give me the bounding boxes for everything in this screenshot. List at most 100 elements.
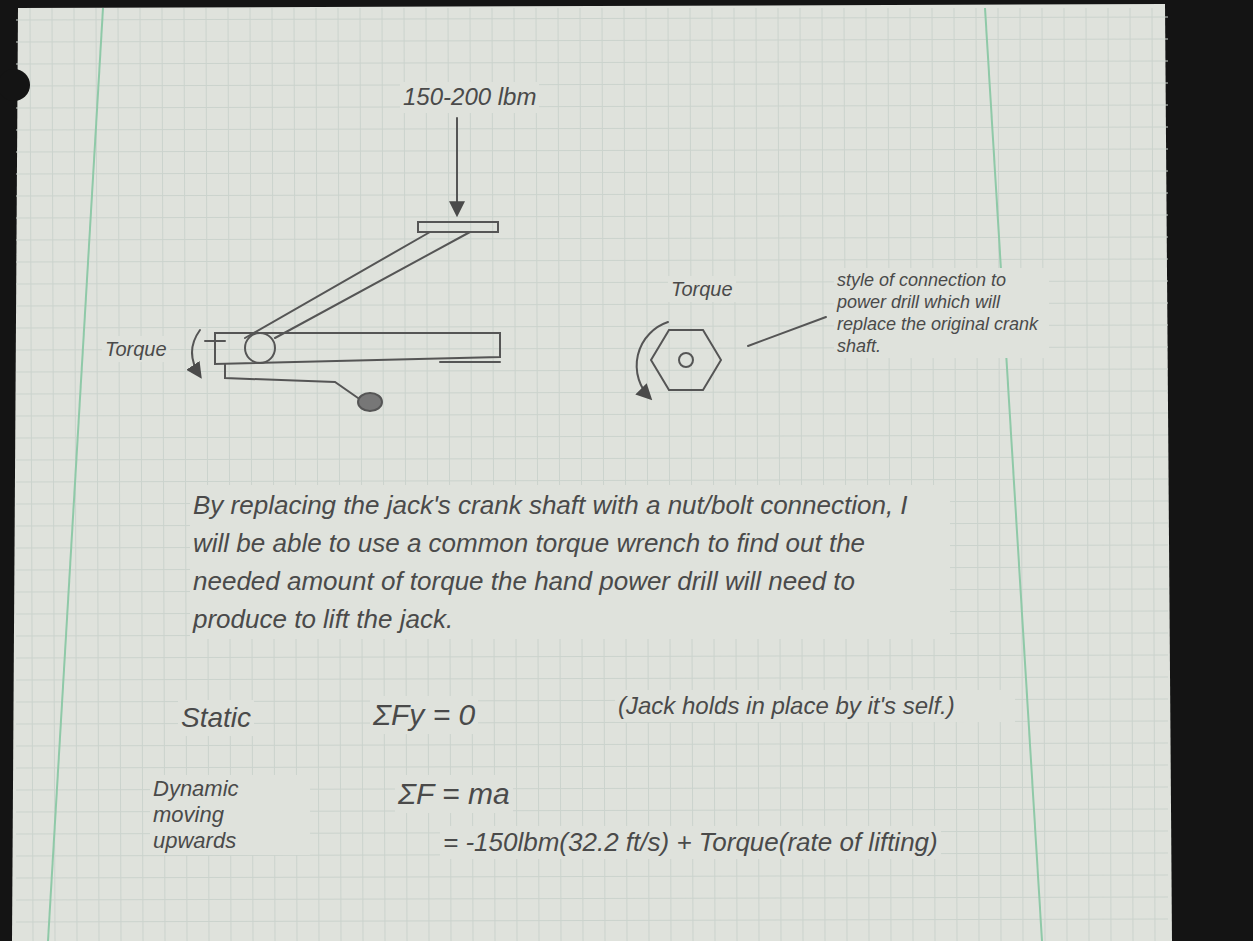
grid-line — [1108, 8, 1111, 941]
grid-line — [16, 457, 1168, 460]
grid-line — [16, 897, 1168, 900]
torque-arrow — [192, 330, 200, 376]
grid-line — [16, 479, 1168, 482]
torque-arrow — [637, 322, 668, 398]
case-label: Static — [178, 700, 254, 736]
grid-line — [16, 259, 1168, 262]
grid-line — [16, 237, 1168, 240]
grid-line — [888, 8, 891, 941]
torque-label: Torque — [102, 336, 170, 362]
hex-nut — [651, 330, 721, 390]
grid-line — [16, 435, 1168, 438]
grid-line — [1042, 8, 1045, 941]
screw-shaft — [205, 340, 225, 342]
equation: = -150lbm(32.2 ft/s) + Torque(rate of li… — [440, 826, 941, 859]
margin-line — [48, 8, 103, 941]
explanation-note: By replacing the jack's crank shaft with… — [190, 485, 950, 639]
torque-label: Torque — [668, 276, 736, 302]
grid-line — [16, 215, 1168, 218]
grid-line — [866, 8, 869, 941]
grid-line — [954, 8, 957, 941]
grid-line — [16, 39, 1168, 42]
equation: = -150lbm(32.2 ft/s) + Torque(rate of li… — [440, 826, 941, 859]
grid-line — [360, 8, 363, 941]
grid-line — [558, 8, 561, 941]
grid-line — [16, 875, 1168, 878]
hex-bore — [679, 353, 693, 367]
grid-line — [1152, 8, 1155, 941]
grid-line — [910, 8, 913, 941]
jack-base — [215, 333, 500, 364]
grid-line — [16, 369, 1168, 372]
equation-note: (Jack holds in place by it's self.) — [615, 690, 1015, 722]
grid-line — [778, 8, 781, 941]
leader-line — [748, 317, 826, 346]
case-label: Dynamic moving upwards — [150, 775, 310, 855]
grid-line — [1130, 8, 1133, 941]
torque-label: Torque — [668, 276, 736, 302]
torque-label: Torque — [102, 336, 170, 362]
grid-line — [1020, 8, 1023, 941]
grid-line — [16, 413, 1168, 416]
grid-line — [646, 8, 649, 941]
grid-line — [118, 8, 121, 941]
load-label: 150-200 lbm — [400, 82, 539, 113]
jack-saddle — [418, 222, 498, 232]
grid-line — [16, 61, 1168, 64]
grid-line — [668, 8, 671, 941]
grid-line — [16, 655, 1168, 658]
grid-line — [16, 17, 1168, 20]
punch-hole — [0, 69, 30, 101]
grid-line — [16, 919, 1168, 922]
grid-line — [338, 8, 341, 941]
jack-arm — [275, 232, 470, 338]
grid-line — [734, 8, 737, 941]
grid-line — [976, 8, 979, 941]
paper-sheet — [12, 4, 1172, 941]
equation: ΣF = ma — [395, 775, 513, 813]
grid-line — [624, 8, 627, 941]
grid-line — [16, 743, 1168, 746]
grid-line — [1064, 8, 1067, 941]
jack-pivot — [245, 333, 275, 363]
grid-line — [536, 8, 539, 941]
grid-line — [602, 8, 605, 941]
grid-line — [382, 8, 385, 941]
explanation-note: By replacing the jack's crank shaft with… — [190, 485, 950, 639]
grid-line — [16, 83, 1168, 86]
jack-foot — [440, 361, 500, 363]
grid-line — [800, 8, 803, 941]
grid-line — [16, 149, 1168, 152]
grid-line — [16, 765, 1168, 768]
grid-line — [712, 8, 715, 941]
grid-line — [580, 8, 583, 941]
case-label: Dynamic moving upwards — [150, 775, 310, 855]
crank-knob — [358, 393, 382, 411]
grid-line — [998, 8, 1001, 941]
grid-line — [96, 8, 99, 941]
grid-line — [1086, 8, 1089, 941]
grid-line — [514, 8, 517, 941]
crank-handle — [225, 364, 358, 398]
grid-line — [52, 8, 55, 941]
grid-line — [690, 8, 693, 941]
grid-line — [16, 391, 1168, 394]
grid-line — [16, 105, 1168, 108]
grid-line — [16, 127, 1168, 130]
grid-lines — [16, 8, 1168, 941]
connection-note: style of connection to power drill which… — [834, 268, 1049, 358]
grid-line — [140, 8, 143, 941]
equation: ΣF = ma — [395, 775, 513, 813]
jack-sketch — [192, 118, 826, 411]
grid-line — [30, 8, 33, 941]
jack-arm — [245, 232, 430, 338]
equation-note: (Jack holds in place by it's self.) — [615, 690, 1015, 722]
load-label: 150-200 lbm — [400, 82, 539, 113]
grid-line — [844, 8, 847, 941]
grid-line — [16, 193, 1168, 196]
grid-line — [16, 677, 1168, 680]
equation: ΣFy = 0 — [370, 696, 478, 734]
